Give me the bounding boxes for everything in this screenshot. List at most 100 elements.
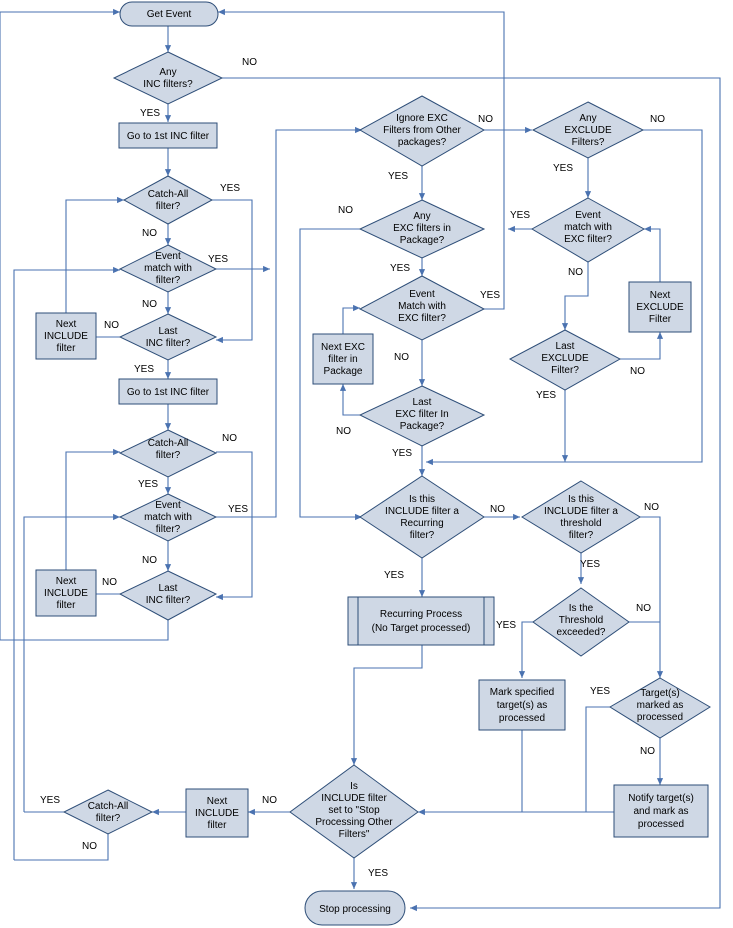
svg-text:Is this: Is this xyxy=(568,494,594,505)
svg-text:Package?: Package? xyxy=(400,421,445,432)
svg-text:Filter?: Filter? xyxy=(551,365,579,376)
edge-nextexclude-loop xyxy=(644,225,661,282)
edge-matchexc-yes xyxy=(218,8,505,310)
svg-text:filter?: filter? xyxy=(156,201,181,212)
node-mark-targets: Mark specified target(s) as processed xyxy=(478,679,566,731)
svg-text:filter: filter xyxy=(57,600,77,611)
node-event-match-exc: Event Match with EXC filter? xyxy=(358,275,486,341)
node-goto-first-1: Go to 1st INC filter xyxy=(118,122,218,149)
svg-text:filter in: filter in xyxy=(328,354,357,365)
label-match2-yes: YES xyxy=(228,504,248,515)
svg-text:Any: Any xyxy=(159,67,176,78)
label-match2-no: NO xyxy=(142,555,157,566)
node-any-inc: Any INC filters? xyxy=(112,51,224,105)
svg-text:Package: Package xyxy=(324,366,363,377)
svg-text:Filters from Other: Filters from Other xyxy=(383,125,461,136)
svg-text:Is this: Is this xyxy=(409,494,435,505)
node-is-recurring: Is this INCLUDE filter a Recurring filte… xyxy=(359,475,485,559)
edge-last2-yes-return xyxy=(0,8,169,641)
svg-text:Next: Next xyxy=(56,319,77,330)
label-marked-no: NO xyxy=(640,746,655,757)
edge-catch2-no xyxy=(216,451,253,601)
label-catch2-yes: YES xyxy=(138,479,158,490)
svg-text:Stop processing: Stop processing xyxy=(319,904,391,915)
svg-text:Next: Next xyxy=(207,796,228,807)
node-get-event-text: Get Event xyxy=(147,9,192,20)
node-event-match-2: Event match with filter? xyxy=(118,493,218,542)
svg-text:Last: Last xyxy=(159,583,178,594)
node-goto-first-2: Go to 1st INC filter xyxy=(118,378,218,405)
edge-catch3-no xyxy=(14,834,109,861)
label-exceeded-no: NO xyxy=(636,603,651,614)
svg-text:Event: Event xyxy=(155,251,181,262)
node-last-inc-1: Last INC filter? xyxy=(118,313,218,361)
node-last-exclude: Last EXCLUDE Filter? xyxy=(508,329,622,391)
node-threshold-exceeded: Is the Threshold exceeded? xyxy=(532,587,630,657)
svg-text:Last: Last xyxy=(413,397,432,408)
svg-text:filter?: filter? xyxy=(156,275,181,286)
label-catch1-yes: YES xyxy=(220,183,240,194)
svg-text:Filters?: Filters? xyxy=(572,137,605,148)
svg-text:Go to 1st INC filter: Go to 1st INC filter xyxy=(127,387,210,398)
svg-text:INCLUDE: INCLUDE xyxy=(195,808,239,819)
svg-text:Target(s): Target(s) xyxy=(640,688,679,699)
node-event-match-exc2: Event match with EXC filter? xyxy=(530,197,646,263)
label-last2-no: NO xyxy=(102,577,117,588)
svg-text:Next: Next xyxy=(56,576,77,587)
svg-text:Ignore EXC: Ignore EXC xyxy=(396,113,448,124)
label-matchexc2-no: NO xyxy=(568,267,583,278)
edge-match2-yes xyxy=(216,126,362,518)
svg-text:(No Target processed): (No Target processed) xyxy=(372,623,471,634)
edge-matchexc2-no xyxy=(561,262,589,330)
label-anyexclude-no: NO xyxy=(650,114,665,125)
edge-lastexclude-no xyxy=(620,332,664,360)
label-catch3-yes: YES xyxy=(40,795,60,806)
label-match1-yes: YES xyxy=(208,254,228,265)
label-any-inc-no: NO xyxy=(242,57,257,68)
svg-text:processed: processed xyxy=(637,712,683,723)
svg-text:Filters": Filters" xyxy=(339,829,370,840)
label-lastexclude-no: NO xyxy=(630,366,645,377)
label-lastexc-no: NO xyxy=(336,426,351,437)
svg-text:Match with: Match with xyxy=(398,301,446,312)
node-catch-all-1: Catch-All filter? xyxy=(122,175,214,225)
svg-text:Event: Event xyxy=(155,500,181,511)
svg-text:target(s) as: target(s) as xyxy=(497,700,548,711)
edge-recurring-to-stopother xyxy=(350,645,423,765)
nodes: Get Event Any INC filters? Go to 1st INC… xyxy=(35,1,711,926)
svg-text:Recurring: Recurring xyxy=(400,518,443,529)
label-ignore-yes: YES xyxy=(388,171,408,182)
svg-text:INCLUDE filter: INCLUDE filter xyxy=(321,793,387,804)
svg-text:Next: Next xyxy=(650,290,671,301)
svg-text:Event: Event xyxy=(575,210,601,221)
svg-text:EXCLUDE: EXCLUDE xyxy=(541,353,589,364)
svg-text:Is the: Is the xyxy=(569,603,594,614)
svg-text:set to "Stop: set to "Stop xyxy=(328,805,380,816)
edge-mark-to-stopother xyxy=(418,730,523,813)
edge-left-feed-2 xyxy=(13,266,120,860)
edge-any-inc-no xyxy=(222,77,721,912)
svg-text:filter: filter xyxy=(57,343,77,354)
node-last-exc-pkg: Last EXC filter In Package? xyxy=(358,385,486,447)
label-any-inc-yes: YES xyxy=(140,108,160,119)
label-lastexclude-yes: YES xyxy=(536,390,556,401)
svg-text:INCLUDE filter a: INCLUDE filter a xyxy=(385,506,459,517)
svg-text:match with: match with xyxy=(144,263,192,274)
label-anyexc-yes: YES xyxy=(390,263,410,274)
label-matchexc-yes: YES xyxy=(480,290,500,301)
svg-text:Is: Is xyxy=(350,781,358,792)
label-marked-yes: YES xyxy=(590,686,610,697)
svg-text:Notify target(s): Notify target(s) xyxy=(628,793,694,804)
node-catch-all-3: Catch-All filter? xyxy=(62,789,154,835)
svg-text:packages?: packages? xyxy=(398,137,447,148)
node-is-threshold: Is this INCLUDE filter a threshold filte… xyxy=(521,480,641,554)
edges xyxy=(0,8,721,912)
label-ignore-no: NO xyxy=(478,114,493,125)
edge-anyexclude-no xyxy=(426,129,703,466)
label-stopother-no: NO xyxy=(262,795,277,806)
node-event-match-1: Event match with filter? xyxy=(118,244,218,293)
svg-text:EXC filter?: EXC filter? xyxy=(398,313,446,324)
edge-anyexc-no xyxy=(299,228,362,521)
svg-text:Any: Any xyxy=(579,113,596,124)
